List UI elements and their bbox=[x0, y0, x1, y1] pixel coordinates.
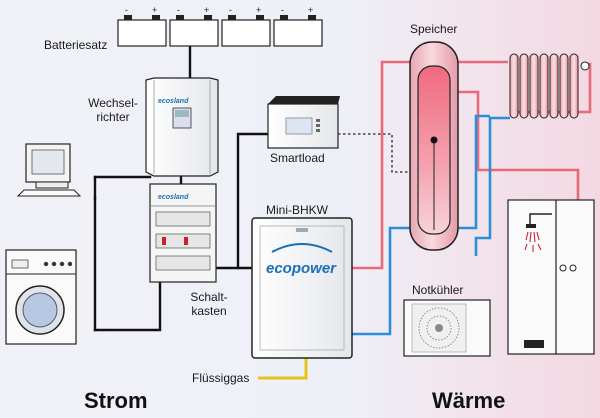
battery-minus-sign: - bbox=[177, 5, 180, 15]
computer-icon bbox=[16, 143, 82, 197]
storage-label: Speicher bbox=[410, 22, 458, 36]
shower-icon bbox=[507, 199, 595, 355]
power-heading: Strom bbox=[84, 388, 148, 413]
heat-heading: Wärme bbox=[432, 388, 506, 413]
radiator-valve-icon bbox=[580, 61, 590, 71]
control-signal-line bbox=[338, 133, 435, 173]
switchbox-label: Schalt- kasten bbox=[190, 290, 228, 318]
inverter-label: Wechsel- richter bbox=[88, 96, 138, 124]
radiator-icon bbox=[509, 53, 590, 119]
battery-pack: - + - + - + - + bbox=[117, 5, 323, 47]
battery-plus-sign: + bbox=[152, 5, 157, 15]
power-lines bbox=[93, 38, 270, 332]
inverter-icon bbox=[145, 77, 219, 177]
chp-logo: ecopower bbox=[266, 260, 337, 277]
switchbox-to-smartload-line bbox=[214, 132, 270, 270]
chp-hot-feed-line bbox=[352, 60, 410, 270]
tank-cold-line bbox=[458, 114, 490, 230]
gas-label: Flüssiggas bbox=[192, 371, 250, 385]
battery-plus-sign: + bbox=[308, 5, 313, 15]
battery-icon bbox=[117, 15, 167, 47]
batteries-label: Batteriesatz bbox=[44, 38, 108, 52]
washer-to-switchbox-line bbox=[93, 280, 162, 332]
battery-icon bbox=[169, 15, 219, 47]
chp-label: Mini-BHKW bbox=[266, 203, 328, 217]
gas-line bbox=[258, 358, 308, 380]
cooler-label: Notkühler bbox=[412, 283, 464, 297]
battery-plus-sign: + bbox=[256, 5, 261, 15]
switchbox-logo: ecosland bbox=[158, 194, 189, 201]
cooler-fan-icon bbox=[403, 299, 491, 357]
battery-minus-sign: - bbox=[229, 5, 232, 15]
battery-icon bbox=[221, 15, 271, 47]
drain-icon bbox=[524, 340, 544, 348]
battery-minus-sign: - bbox=[125, 5, 128, 15]
cold-tap-icon bbox=[559, 264, 567, 272]
switchbox-icon bbox=[149, 183, 217, 283]
chp-unit-icon bbox=[251, 217, 353, 359]
chp-cold-return-line bbox=[352, 226, 410, 336]
inverter-logo: ecosland bbox=[158, 98, 189, 105]
battery-icon bbox=[273, 15, 323, 47]
battery-minus-sign: - bbox=[281, 5, 284, 15]
water-spray-icon bbox=[524, 231, 542, 252]
battery-plus-sign: + bbox=[204, 5, 209, 15]
smartload-label: Smartload bbox=[270, 151, 325, 165]
smartload-icon bbox=[267, 96, 340, 149]
battery-terminal-signs: - + - + - + - + bbox=[125, 5, 313, 15]
storage-tank-icon bbox=[409, 41, 459, 251]
temperature-sensor-icon bbox=[430, 136, 438, 144]
radiator-cold-return-line bbox=[474, 116, 510, 256]
hot-tap-icon bbox=[569, 264, 577, 272]
washing-machine-icon bbox=[5, 249, 77, 345]
